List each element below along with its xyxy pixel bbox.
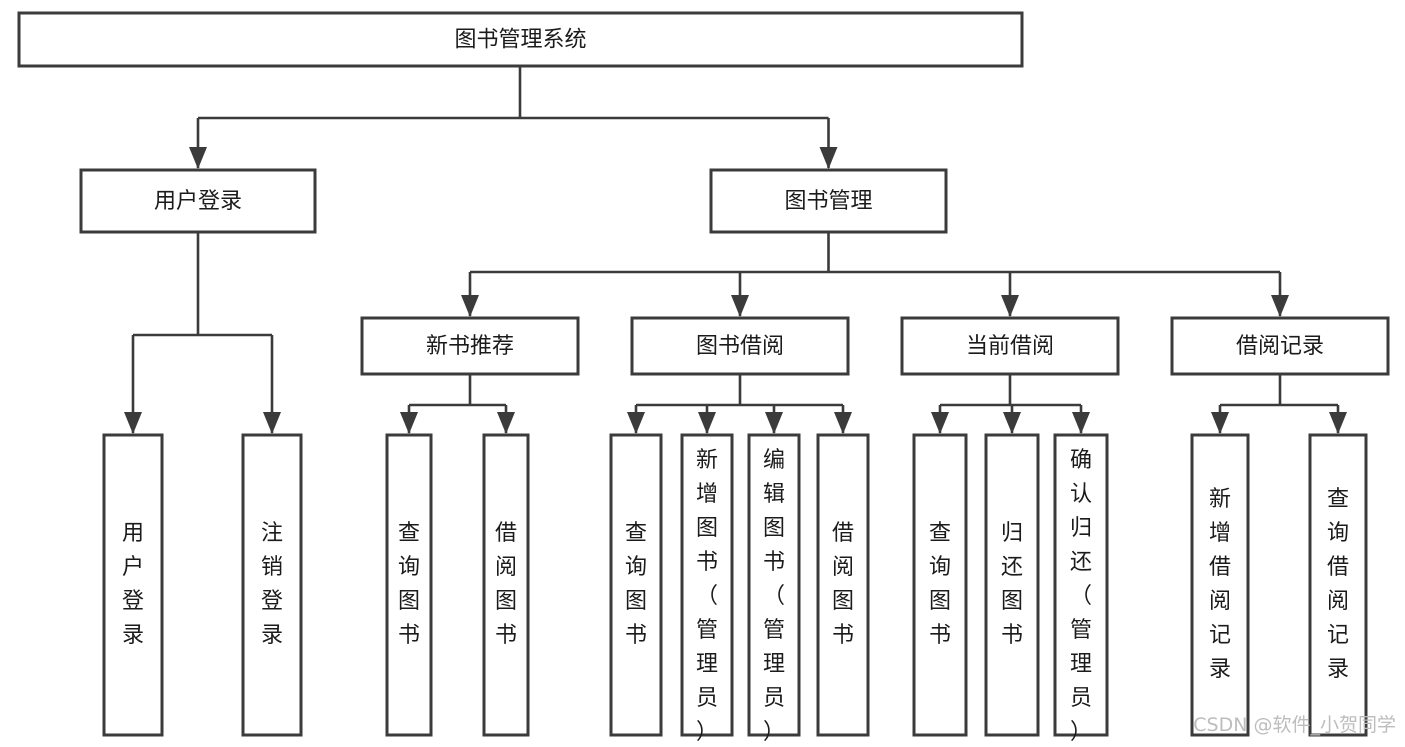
node-leaf-add-record[interactable]: 新增借阅记录 <box>1190 433 1250 737</box>
node-new-book-recommend-box[interactable] <box>360 316 580 376</box>
node-leaf-query-record-box[interactable] <box>1308 433 1368 737</box>
node-leaf-borrow-book-label: 借阅图书 <box>832 521 854 648</box>
connector-layer <box>124 66 1347 434</box>
node-leaf-borrow-book-rec[interactable]: 借阅图书 <box>482 433 530 737</box>
node-leaf-query-book-rec[interactable]: 查询图书 <box>385 433 433 737</box>
arrow-head-icon <box>819 147 838 169</box>
node-leaf-query-book-borrow-label: 查询图书 <box>625 521 647 648</box>
node-leaf-add-book-label: 新增图书（管理员） <box>696 448 718 745</box>
node-leaf-confirm-return-label: 确认归还（管理员） <box>1070 448 1092 745</box>
node-leaf-edit-book-label: 编辑图书（管理员） <box>763 448 785 745</box>
arrow-head-icon <box>1003 412 1021 434</box>
node-leaf-edit-book[interactable]: 编辑图书（管理员） <box>747 433 801 745</box>
node-book-manage-box[interactable] <box>709 168 948 234</box>
node-user-login[interactable]: 用户登录 <box>79 168 317 234</box>
node-borrow-record-label: 借阅记录 <box>1236 334 1324 359</box>
node-leaf-borrow-book-rec-box[interactable] <box>482 433 530 737</box>
node-book-borrow[interactable]: 图书借阅 <box>630 316 850 376</box>
node-leaf-add-book[interactable]: 新增图书（管理员） <box>680 433 734 745</box>
csdn-watermark: CSDN @软件_小贺同学 <box>1193 714 1396 736</box>
arrow-head-icon <box>731 295 749 317</box>
node-leaf-confirm-return-box[interactable] <box>1053 433 1109 737</box>
node-leaf-query-book-rec-box[interactable] <box>385 433 433 737</box>
node-user-login-box[interactable] <box>79 168 317 234</box>
arrow-head-icon <box>497 412 515 434</box>
node-leaf-add-record-box[interactable] <box>1190 433 1250 737</box>
node-leaf-logout[interactable]: 注销登录 <box>241 433 303 737</box>
arrow-head-icon <box>400 412 418 434</box>
arrow-head-icon <box>1001 295 1019 317</box>
arrow-head-icon <box>1329 412 1347 434</box>
arrow-head-icon <box>1072 412 1090 434</box>
node-layer: 图书管理系统用户登录图书管理新书推荐图书借阅当前借阅借阅记录用户登录注销登录查询… <box>17 11 1390 745</box>
arrow-head-icon <box>1271 295 1289 317</box>
node-leaf-add-book-box[interactable] <box>680 433 734 737</box>
node-leaf-borrow-book[interactable]: 借阅图书 <box>816 433 870 737</box>
node-leaf-user-login-box[interactable] <box>102 433 164 737</box>
node-leaf-logout-box[interactable] <box>241 433 303 737</box>
node-leaf-return-book-box[interactable] <box>984 433 1040 737</box>
node-leaf-add-record-label: 新增借阅记录 <box>1209 487 1231 682</box>
node-leaf-logout-label: 注销登录 <box>261 521 283 648</box>
node-borrow-record-box[interactable] <box>1170 316 1390 376</box>
node-current-borrow-label: 当前借阅 <box>966 334 1054 359</box>
node-user-login-label: 用户登录 <box>154 189 242 214</box>
node-root[interactable]: 图书管理系统 <box>17 11 1024 68</box>
arrow-head-icon <box>834 412 852 434</box>
node-leaf-confirm-return[interactable]: 确认归还（管理员） <box>1053 433 1109 745</box>
arrow-head-icon <box>765 412 783 434</box>
node-leaf-query-record[interactable]: 查询借阅记录 <box>1308 433 1368 737</box>
arrow-head-icon <box>124 412 142 434</box>
node-book-borrow-box[interactable] <box>630 316 850 376</box>
node-book-manage-label: 图书管理 <box>784 189 872 214</box>
node-leaf-query-book-cur[interactable]: 查询图书 <box>912 433 968 737</box>
arrow-head-icon <box>1211 412 1229 434</box>
node-leaf-borrow-book-box[interactable] <box>816 433 870 737</box>
arrow-head-icon <box>263 412 281 434</box>
node-current-borrow[interactable]: 当前借阅 <box>900 316 1120 376</box>
arrow-head-icon <box>698 412 716 434</box>
node-leaf-query-book-cur-box[interactable] <box>912 433 968 737</box>
node-root-label: 图书管理系统 <box>454 28 586 53</box>
node-leaf-edit-book-box[interactable] <box>747 433 801 737</box>
node-leaf-query-book-rec-label: 查询图书 <box>398 521 420 648</box>
node-book-borrow-label: 图书借阅 <box>696 334 784 359</box>
node-new-book-recommend[interactable]: 新书推荐 <box>360 316 580 376</box>
node-leaf-return-book[interactable]: 归还图书 <box>984 433 1040 737</box>
node-leaf-query-record-label: 查询借阅记录 <box>1327 487 1349 682</box>
node-leaf-user-login[interactable]: 用户登录 <box>102 433 164 737</box>
node-leaf-return-book-label: 归还图书 <box>1001 521 1023 648</box>
arrow-head-icon <box>461 295 479 317</box>
arrow-head-icon <box>627 412 645 434</box>
node-leaf-query-book-borrow[interactable]: 查询图书 <box>609 433 663 737</box>
node-leaf-query-book-cur-label: 查询图书 <box>929 521 951 648</box>
node-root-box[interactable] <box>17 11 1024 68</box>
arrow-head-icon <box>931 412 949 434</box>
node-book-manage[interactable]: 图书管理 <box>709 168 948 234</box>
node-leaf-borrow-book-rec-label: 借阅图书 <box>495 521 517 648</box>
node-leaf-query-book-borrow-box[interactable] <box>609 433 663 737</box>
node-borrow-record[interactable]: 借阅记录 <box>1170 316 1390 376</box>
node-leaf-user-login-label: 用户登录 <box>122 521 144 648</box>
arrow-head-icon <box>189 147 207 169</box>
node-new-book-recommend-label: 新书推荐 <box>426 334 514 359</box>
node-current-borrow-box[interactable] <box>900 316 1120 376</box>
